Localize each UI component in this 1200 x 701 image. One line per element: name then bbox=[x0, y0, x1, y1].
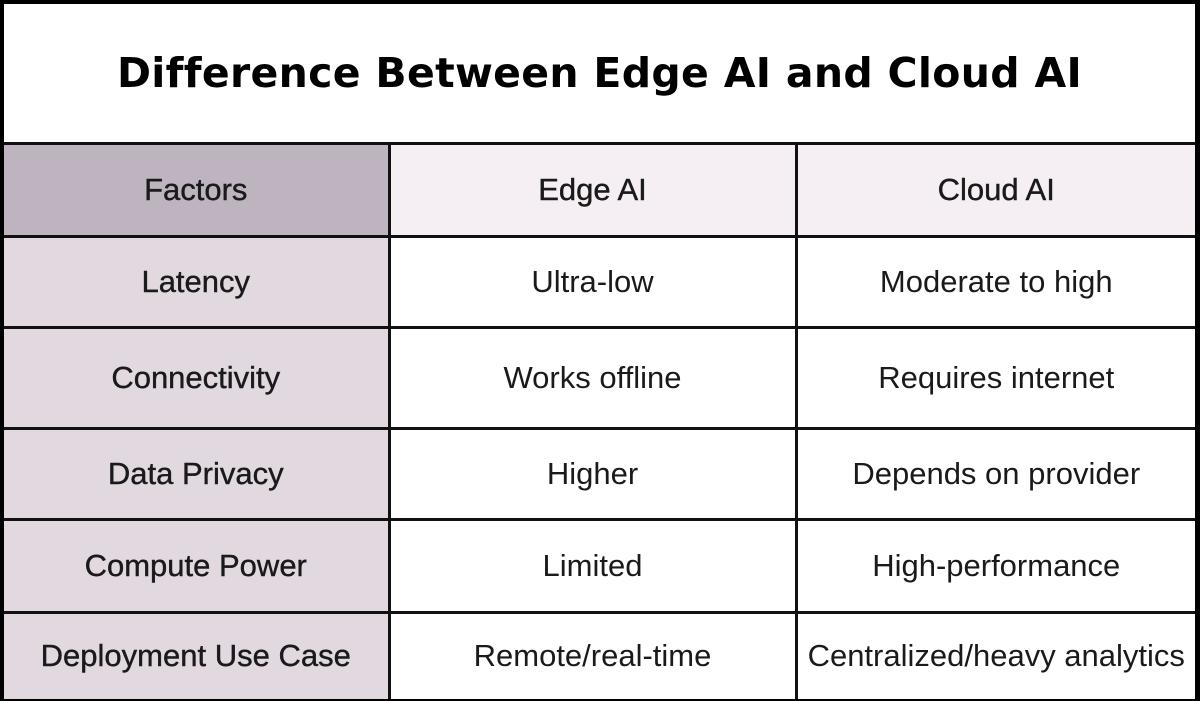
edge-ai-cell: Limited bbox=[387, 518, 798, 614]
cloud-ai-cell: High-performance bbox=[794, 518, 1195, 614]
edge-ai-cell: Remote/real-time bbox=[387, 611, 798, 699]
table-row: Data Privacy Higher Depends on provider bbox=[4, 427, 1195, 521]
cloud-ai-cell: Depends on provider bbox=[794, 427, 1195, 521]
cloud-ai-cell: Centralized/heavy analytics bbox=[794, 611, 1195, 699]
factor-cell: Connectivity bbox=[4, 326, 391, 430]
edge-ai-cell: Works offline bbox=[387, 326, 798, 430]
table-header-row: Factors Edge AI Cloud AI bbox=[4, 142, 1195, 238]
edge-ai-cell: Higher bbox=[387, 427, 798, 521]
factor-cell: Latency bbox=[4, 235, 391, 329]
page-title: Difference Between Edge AI and Cloud AI bbox=[116, 49, 1083, 97]
factor-cell: Compute Power bbox=[4, 518, 391, 614]
comparison-table: Factors Edge AI Cloud AI Latency Ultra-l… bbox=[4, 142, 1195, 699]
column-header-edge-ai: Edge AI bbox=[387, 142, 798, 238]
table-row: Latency Ultra-low Moderate to high bbox=[4, 235, 1195, 329]
edge-ai-cell: Ultra-low bbox=[387, 235, 798, 329]
column-header-cloud-ai: Cloud AI bbox=[794, 142, 1195, 238]
cloud-ai-cell: Moderate to high bbox=[794, 235, 1195, 329]
table-row: Connectivity Works offline Requires inte… bbox=[4, 326, 1195, 430]
factor-cell: Deployment Use Case bbox=[4, 611, 391, 699]
table-row: Compute Power Limited High-performance bbox=[4, 518, 1195, 614]
table-row: Deployment Use Case Remote/real-time Cen… bbox=[4, 611, 1195, 699]
factor-cell: Data Privacy bbox=[4, 427, 391, 521]
cloud-ai-cell: Requires internet bbox=[794, 326, 1195, 430]
column-header-factors: Factors bbox=[4, 142, 391, 238]
